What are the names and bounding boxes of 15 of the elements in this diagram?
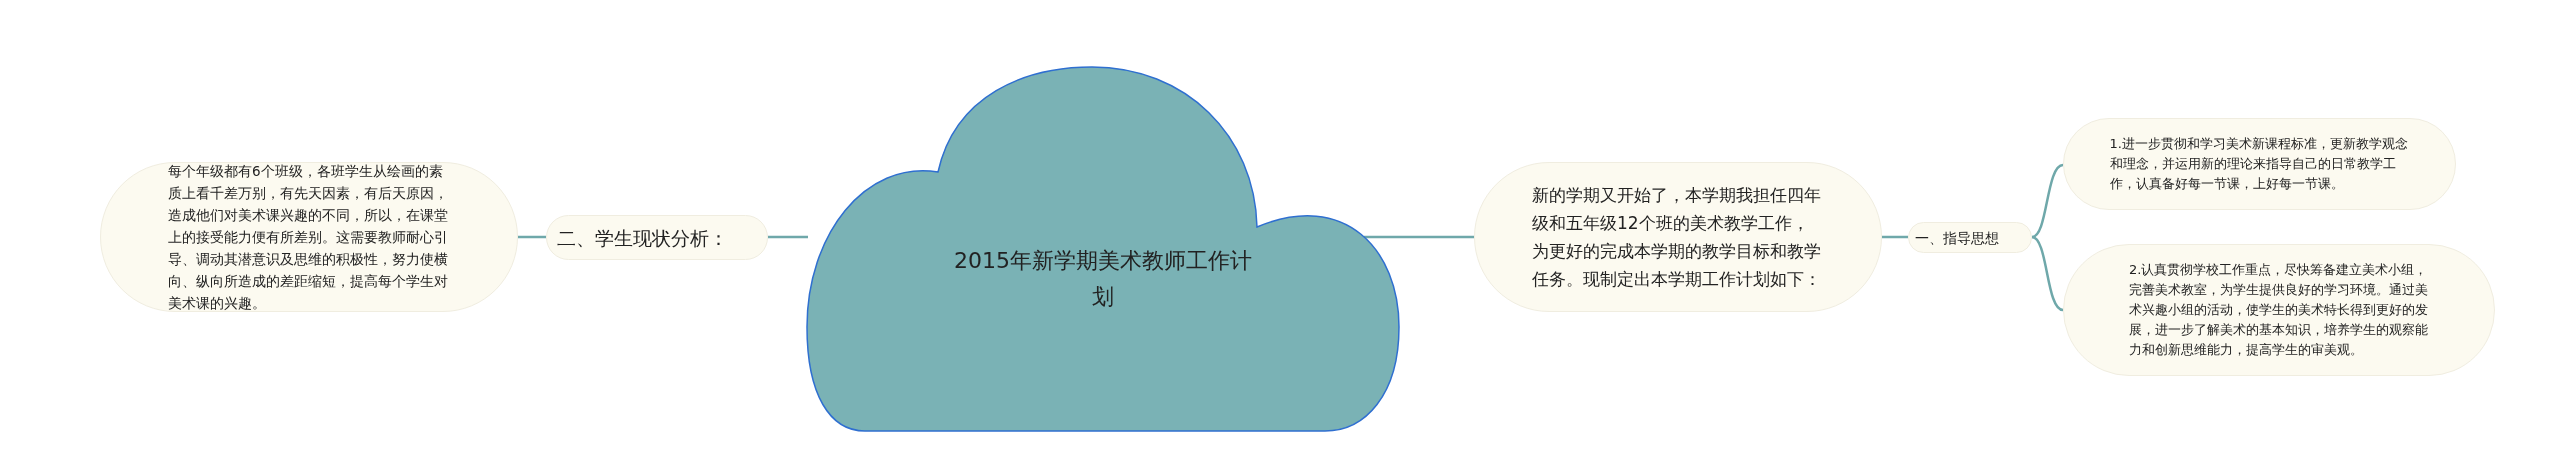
title-text: 2015年新学期美术教师工作计划	[953, 247, 1253, 311]
connector-line	[518, 235, 546, 239]
topic-text: 一、指导思想	[1915, 228, 2000, 248]
connector-line	[2031, 235, 2064, 312]
topic-bubble	[1908, 222, 2032, 253]
connector-line	[2031, 163, 2064, 239]
topic-text: 1.进一步贯彻和学习美术新课程标准，更新教学观念和理念，并运用新的理论来指导自己的日常教学工作，认真备好每一节课，上好每一节课。	[2109, 135, 2409, 193]
topic-text: 2.认真贯彻学校工作重点，尽快筹备建立美术小组，完善美术教室，为学生提供良好的学习环境。通过美术兴趣小组的活动，使学生的美术特长得到更好的发展，进一步了解美术的基本知识，培养学生的观察能力和创新思维能力，提高学生的审美观。	[2129, 261, 2429, 359]
topic-bubble	[546, 215, 768, 260]
connector-line	[1364, 235, 1474, 239]
connector-line	[1882, 235, 1908, 239]
topic-text: 新的学期又开始了，本学期我担任四年级和五年级12个班的美术教学工作，为更好的完成本学期的教学目标和教学任务。现制定出本学期工作计划如下：	[1532, 184, 1822, 291]
topic-text: 每个年级都有6个班级，各班学生从绘画的素质上看千差万别，有先天因素，有后天原因，造成他们对美术课兴趣的不同，所以，在课堂上的接受能力便有所差别。这需要教师耐心引导、调动其潜意识及思维的积极性，努力使横向、纵向所造成的差距缩短，提高每个学生对美术课的兴趣。	[168, 162, 449, 313]
topic-text: 二、学生现状分析：	[557, 225, 729, 250]
connector-line	[768, 235, 808, 239]
